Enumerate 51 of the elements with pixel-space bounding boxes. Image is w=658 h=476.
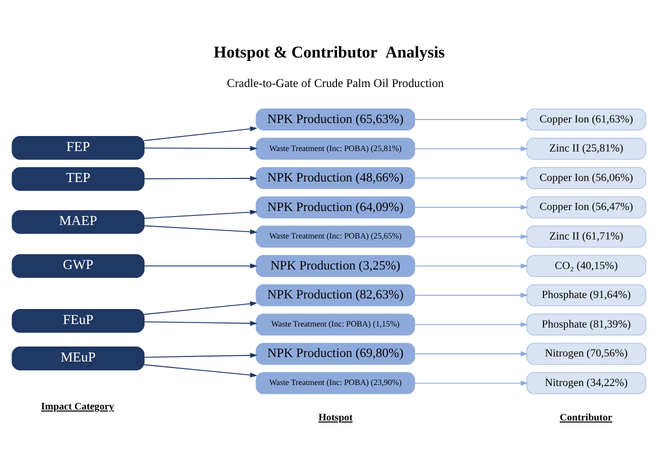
- arrow: [414, 116, 528, 122]
- node-box: Copper Ion (56,06%): [526, 166, 646, 189]
- label: Contributor: [560, 412, 612, 424]
- node-box: NPK Production (48,66%): [256, 166, 416, 189]
- node-box: Zinc II (25,81%): [526, 137, 646, 160]
- arrow: [414, 234, 528, 239]
- node-box: TEP: [12, 166, 145, 190]
- arrow: [414, 204, 528, 210]
- node-box: NPK Production (82,63%): [256, 284, 416, 306]
- arrow: [414, 262, 528, 268]
- node-box: Nitrogen (70,56%): [526, 342, 646, 364]
- arrow: [144, 175, 258, 180]
- arrow: [144, 352, 258, 358]
- arrow: [414, 350, 528, 356]
- node-box: FEP: [12, 135, 145, 160]
- node-box: Copper Ion (61,63%): [526, 108, 646, 130]
- arrow: [144, 209, 258, 218]
- node-box: NPK Production (69,80%): [256, 342, 416, 364]
- node-box: MEuP: [12, 346, 145, 370]
- node-box: MAEP: [12, 210, 145, 234]
- arrow: [414, 146, 528, 151]
- label: Hotspot: [318, 412, 353, 424]
- node-box: Phosphate (81,39%): [526, 313, 646, 336]
- node-box: Waste Treatment (Inc: POBA) (1,15%): [256, 313, 416, 336]
- arrow: [144, 320, 258, 326]
- arrow: [144, 364, 258, 378]
- node-box: Zinc II (61,71%): [526, 225, 646, 248]
- node-box: Waste Treatment (Inc: POBA) (23,90%): [256, 372, 416, 394]
- node-box: Nitrogen (34,22%): [526, 372, 646, 394]
- node-box: Phosphate (91,64%): [526, 284, 646, 306]
- node-box: NPK Production (65,63%): [256, 108, 416, 130]
- arrow: [144, 145, 258, 151]
- label: Impact Category: [41, 401, 114, 412]
- node-box: CO₂ (40,15%): [526, 254, 646, 276]
- arrow: [144, 224, 258, 234]
- node-box: GWP: [12, 254, 145, 278]
- arrow: [414, 292, 528, 298]
- label: Cradle-to-Gate of Crude Palm Oil Production: [226, 75, 444, 90]
- node-box: Waste Treatment (Inc: POBA) (25,65%): [256, 225, 416, 248]
- node-box: NPK Production (3,25%): [256, 254, 416, 276]
- node-box: Copper Ion (56,47%): [526, 196, 646, 218]
- arrow: [144, 300, 258, 314]
- arrow: [414, 321, 528, 327]
- node-box: NPK Production (64,09%): [256, 196, 416, 218]
- diagram-title: Hotspot & Contributor Analysis: [214, 42, 445, 62]
- arrow: [144, 126, 258, 141]
- arrow: [144, 262, 258, 268]
- arrow: [414, 380, 528, 386]
- node-box: Waste Treatment (Inc: POBA) (25,81%): [256, 137, 416, 160]
- node-box: FEuP: [12, 308, 145, 332]
- arrow: [414, 175, 528, 180]
